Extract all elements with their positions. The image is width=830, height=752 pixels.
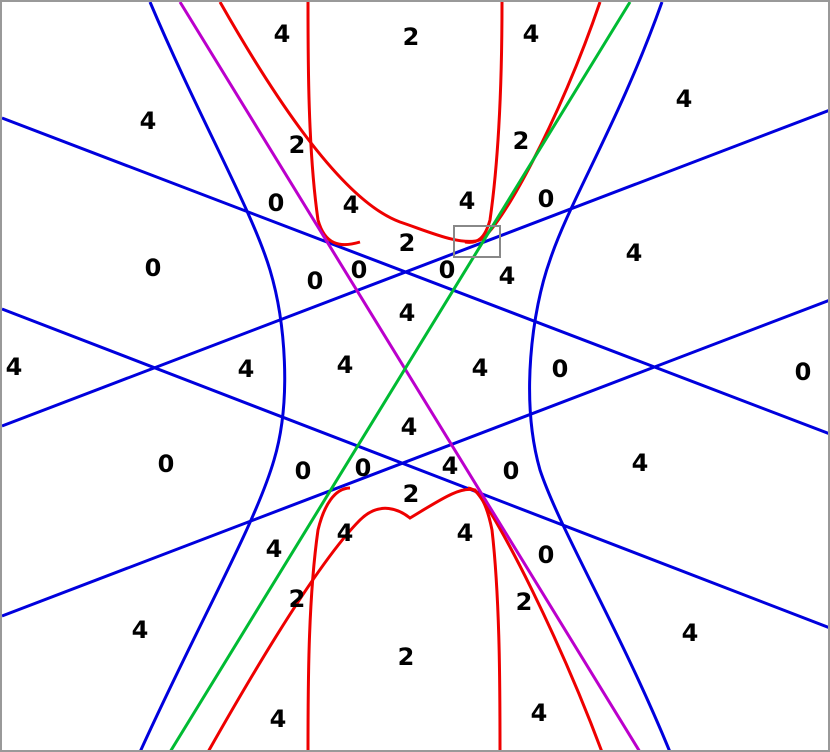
region-label: 2 xyxy=(513,127,530,155)
region-label: 4 xyxy=(6,353,23,381)
region-label: 2 xyxy=(403,23,420,51)
region-label: 4 xyxy=(399,299,416,327)
highlight-box xyxy=(453,225,501,258)
line-b xyxy=(1,108,830,428)
region-label: 4 xyxy=(459,187,476,215)
region-label: 4 xyxy=(266,535,283,563)
region-label: 0 xyxy=(307,267,324,295)
line-d xyxy=(1,298,830,618)
region-label: 2 xyxy=(289,585,306,613)
region-label: 2 xyxy=(516,588,533,616)
green-line xyxy=(168,1,632,752)
line-a xyxy=(1,116,830,436)
region-label: 4 xyxy=(442,452,459,480)
region-label: 4 xyxy=(274,20,291,48)
region-label: 4 xyxy=(531,699,548,727)
region-label: 4 xyxy=(140,107,157,135)
region-label: 0 xyxy=(538,541,555,569)
region-label: 4 xyxy=(337,351,354,379)
region-label: 0 xyxy=(503,457,520,485)
region-label: 0 xyxy=(145,254,162,282)
region-label: 0 xyxy=(795,358,812,386)
region-label: 4 xyxy=(337,519,354,547)
region-label: 0 xyxy=(158,450,175,478)
region-label: 4 xyxy=(401,413,418,441)
region-label: 0 xyxy=(439,256,456,284)
region-label: 4 xyxy=(626,239,643,267)
region-label: 4 xyxy=(472,354,489,382)
region-label: 0 xyxy=(538,185,555,213)
region-label: 0 xyxy=(351,256,368,284)
region-label: 4 xyxy=(343,191,360,219)
region-label: 4 xyxy=(457,519,474,547)
region-label: 0 xyxy=(268,189,285,217)
region-label: 4 xyxy=(523,20,540,48)
region-label: 4 xyxy=(632,449,649,477)
region-label: 2 xyxy=(289,131,306,159)
hyperbola-right xyxy=(528,1,672,752)
line-c xyxy=(1,307,830,630)
region-label: 0 xyxy=(552,355,569,383)
region-label: 4 xyxy=(238,355,255,383)
red-lower-parabola xyxy=(206,487,604,752)
region-label: 0 xyxy=(295,457,312,485)
region-label: 2 xyxy=(399,229,416,257)
region-label: 4 xyxy=(676,85,693,113)
region-label: 2 xyxy=(398,643,415,671)
region-label: 4 xyxy=(682,619,699,647)
region-label: 2 xyxy=(403,480,420,508)
region-label: 4 xyxy=(499,262,516,290)
region-label: 4 xyxy=(270,705,287,733)
region-label: 0 xyxy=(355,454,372,482)
region-label: 4 xyxy=(132,616,149,644)
magenta-line xyxy=(178,1,642,752)
hyperbola-left xyxy=(138,1,287,752)
